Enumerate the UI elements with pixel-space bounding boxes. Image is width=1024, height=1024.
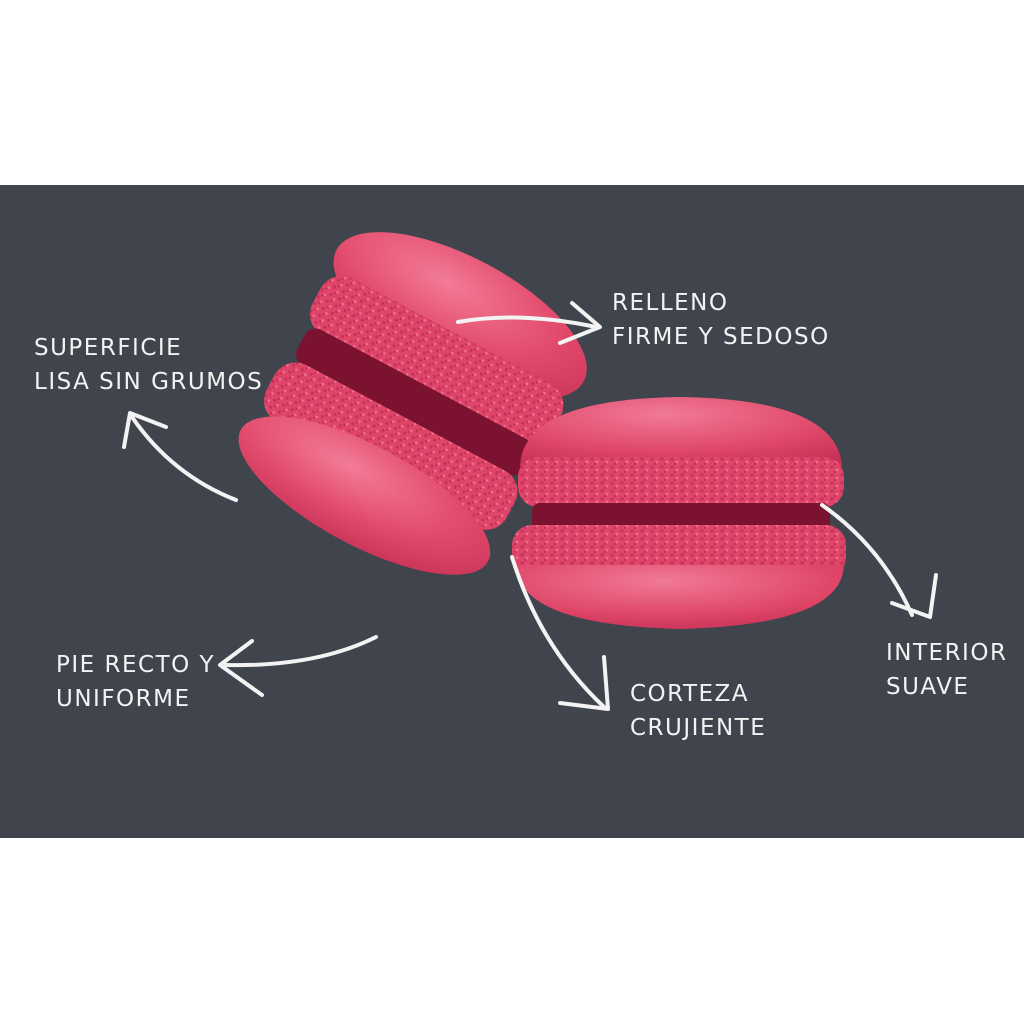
top-foot — [310, 275, 564, 444]
label-corteza-line2: CRUJIENTE — [630, 715, 767, 741]
label-pie-line2: UNIFORME — [56, 686, 191, 712]
filling — [295, 328, 533, 476]
arrow-pie — [218, 635, 378, 697]
upright-macaron — [512, 397, 846, 629]
label-relleno-line2: FIRME Y SEDOSO — [612, 324, 830, 350]
top-shell — [333, 232, 587, 399]
label-pie: PIE RECTO Y UNIFORME — [56, 648, 215, 716]
arrow-relleno — [456, 301, 602, 345]
label-superficie-line2: LISA SIN GRUMOS — [34, 369, 264, 395]
label-relleno: RELLENO FIRME Y SEDOSO — [612, 286, 830, 354]
label-relleno-line1: RELLENO — [612, 290, 729, 316]
macaron-illustration — [0, 185, 1024, 838]
label-interior: INTERIOR SUAVE — [886, 636, 1007, 704]
label-superficie-line1: SUPERFICIE — [34, 335, 183, 361]
filling — [532, 503, 830, 531]
macaron-diagram-panel: SUPERFICIE LISA SIN GRUMOS RELLENO FIRME… — [0, 185, 1024, 838]
top-foot — [518, 457, 844, 507]
top-shell — [520, 397, 842, 467]
arrow-interior — [820, 503, 938, 619]
arrow-corteza — [510, 555, 610, 711]
label-corteza: CORTEZA CRUJIENTE — [630, 677, 766, 745]
label-pie-line1: PIE RECTO Y — [56, 652, 216, 678]
bottom-foot — [512, 525, 846, 577]
label-interior-line1: INTERIOR — [886, 640, 1008, 666]
tilted-macaron — [238, 232, 587, 575]
bottom-shell — [238, 416, 491, 575]
arrow-superficie — [122, 411, 238, 502]
label-superficie: SUPERFICIE LISA SIN GRUMOS — [34, 331, 263, 399]
bottom-foot — [264, 362, 518, 530]
label-interior-line2: SUAVE — [886, 674, 970, 700]
label-corteza-line1: CORTEZA — [630, 681, 750, 707]
bottom-shell — [516, 565, 844, 629]
